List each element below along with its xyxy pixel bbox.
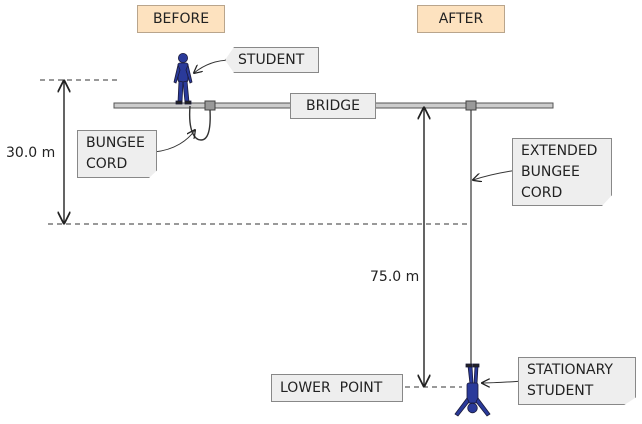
before-cord-anchor [204, 100, 216, 111]
standing-student-figure [173, 53, 193, 105]
bridge-tag-text: BRIDGE [306, 98, 360, 114]
after-header: AFTER [417, 5, 505, 33]
extended-cord-pointer [473, 169, 519, 180]
extended-cord-tag-line-1: EXTENDED [521, 143, 598, 159]
bungee-cord-tag-line-2: CORD [86, 156, 128, 172]
extended-cord-tag-line-3: CORD [521, 185, 563, 201]
extended-bungee-cord-tag: EXTENDED BUNGEE CORD [512, 138, 612, 206]
height-75m-label: 75.0 m [370, 269, 420, 285]
lower-point-tag: LOWER POINT [271, 374, 403, 402]
lower-point-tag-text: LOWER POINT [280, 380, 383, 396]
student-tag-text: STUDENT [238, 52, 305, 68]
student-pointer [194, 59, 232, 73]
stationary-student-pointer [482, 381, 524, 383]
inverted-student-figure [454, 363, 491, 417]
stationary-student-tag-line-1: STATIONARY [527, 362, 613, 378]
before-header: BEFORE [137, 5, 225, 33]
bungee-cord-pointer [153, 130, 195, 153]
after-cord-anchor [465, 100, 477, 111]
stationary-student-tag-line-2: STUDENT [527, 383, 594, 399]
extended-cord-tag-line-2: BUNGEE [521, 164, 580, 180]
bungee-cord-loop [188, 105, 211, 141]
bungee-cord-tag-line-1: BUNGEE [86, 135, 145, 151]
bridge-tag: BRIDGE [290, 93, 376, 119]
height-30m-label: 30.0 m [6, 145, 56, 161]
stationary-student-tag: STATIONARY STUDENT [518, 357, 636, 405]
student-tag: STUDENT [225, 47, 319, 73]
bungee-cord-tag: BUNGEE CORD [77, 130, 157, 178]
